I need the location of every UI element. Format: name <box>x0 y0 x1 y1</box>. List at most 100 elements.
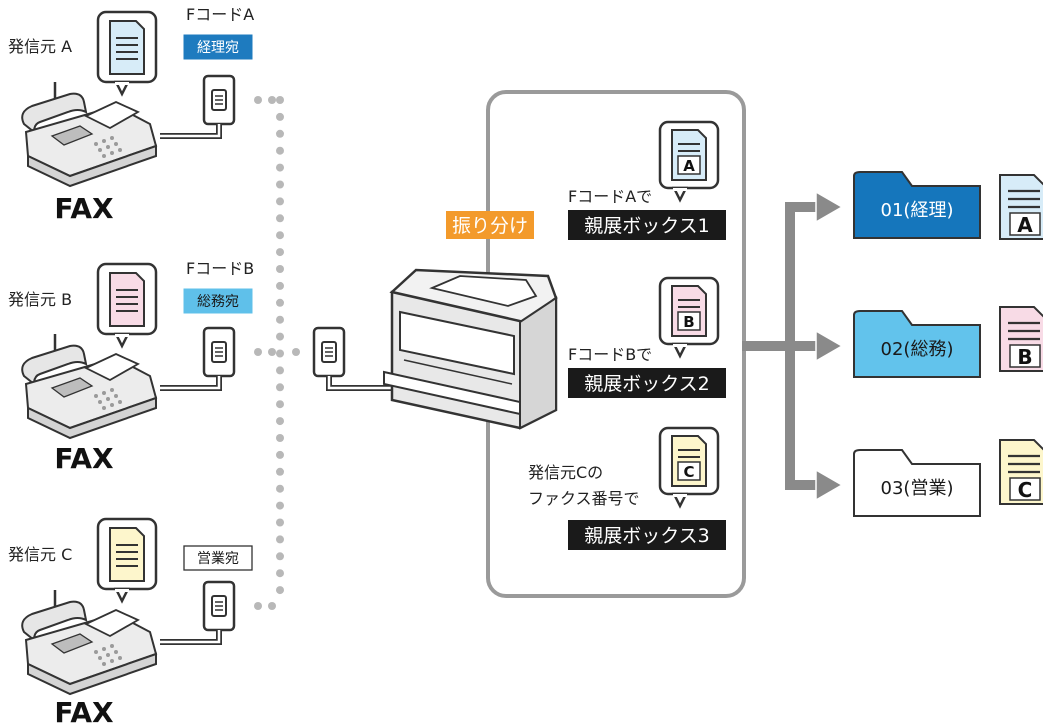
sender-a-cable <box>160 124 222 139</box>
network-dot <box>276 332 284 341</box>
network-dot <box>276 146 284 155</box>
folder-3: 03(営業) C <box>853 439 1043 517</box>
sender-c-phone-jack-icon <box>202 580 236 632</box>
rule-1-document-icon: A <box>658 120 720 203</box>
folder-3-document-icon: C <box>999 439 1043 505</box>
network-dot <box>276 400 284 409</box>
network-dot <box>276 129 284 138</box>
arrowheads <box>815 190 844 502</box>
sender-c-fax-label: FAX <box>54 696 114 727</box>
folder-1-doc-letter: A <box>1017 213 1033 237</box>
folder-3-icon <box>853 449 981 517</box>
rule-3-condition-line-2: ファクス番号で <box>528 489 640 508</box>
sender-a-tag-box <box>183 34 253 60</box>
network-dot <box>276 281 284 290</box>
sender-a: 発信元 A FコードA 経理宛 FAX <box>8 5 254 225</box>
phone-network-dots <box>254 96 300 610</box>
network-dot <box>276 484 284 493</box>
sender-b-tag-box <box>183 288 253 314</box>
network-dot <box>276 569 284 578</box>
sender-b-fax-label: FAX <box>54 442 114 475</box>
printer-icon <box>383 268 558 430</box>
folder-2-document-icon: B <box>999 306 1043 372</box>
rule-3-doc-letter: C <box>683 463 694 481</box>
folder-1-icon <box>853 171 981 239</box>
rule-2-document-icon: B <box>658 276 720 359</box>
folder-2-doc-letter: B <box>1017 345 1032 369</box>
receiver-phone-jack-icon <box>312 326 346 378</box>
folder-2-label: 02(総務) <box>881 339 954 360</box>
rule-3-box-label-bg <box>568 520 726 550</box>
sender-c-document-icon <box>96 517 158 604</box>
rule-2-condition: FコードBで <box>568 345 652 364</box>
sender-a-phone-jack-icon <box>202 74 236 126</box>
rule-2-box-label: 親展ボックス2 <box>584 373 710 395</box>
folder-1-label: 01(経理) <box>881 200 954 221</box>
arrowhead-2 <box>815 329 844 363</box>
sorting-tag: 振り分け <box>452 215 528 237</box>
sender-a-fax-machine-icon <box>20 80 158 188</box>
folder-1: 01(経理) A <box>853 171 1043 240</box>
sender-c-cable <box>160 630 221 644</box>
folder-2-icon <box>853 310 981 378</box>
rule-3-box-label: 親展ボックス3 <box>584 525 710 547</box>
sender-a-fcode: FコードA <box>186 5 254 24</box>
network-dot <box>276 518 284 527</box>
sender-a-fax-label: FAX <box>54 192 114 225</box>
sender-b-document-icon <box>96 262 158 349</box>
folder-2: 02(総務) B <box>853 306 1043 378</box>
sender-b-fax-machine-icon <box>20 332 158 440</box>
network-dot <box>276 265 284 273</box>
network-dot <box>276 180 284 189</box>
receiver-cable <box>326 376 392 391</box>
folder-3-label: 03(営業) <box>881 478 954 499</box>
sender-c-fax-machine-icon <box>20 588 158 696</box>
sender-c: 発信元 C 営業宛 FAX <box>8 517 253 727</box>
folder-3-doc-letter: C <box>1018 478 1033 502</box>
sender-b: 発信元 B FコードB 総務宛 FAX <box>8 259 254 475</box>
sender-c-name: 発信元 C <box>8 545 72 564</box>
network-dot <box>276 315 284 324</box>
network-dot <box>276 96 284 104</box>
arrowhead-3 <box>815 468 844 502</box>
network-dot <box>276 383 284 392</box>
network-dot <box>276 197 284 206</box>
rule-3-document-icon: C <box>658 426 720 509</box>
rule-1: A FコードAで 親展ボックス1 <box>568 120 726 240</box>
sender-b-cable <box>160 376 221 390</box>
network-dot <box>276 467 284 476</box>
network-dot <box>276 248 284 257</box>
rule-1-box-label: 親展ボックス1 <box>584 215 710 237</box>
network-dot <box>276 434 284 442</box>
network-dot <box>276 366 284 375</box>
rule-2: B FコードBで 親展ボックス2 <box>568 276 726 398</box>
rule-1-doc-letter: A <box>683 157 695 175</box>
sorting-tag-box <box>446 211 534 239</box>
sender-a-tag: 経理宛 <box>197 40 239 56</box>
folder-1-document-icon: A <box>999 174 1043 240</box>
network-dot <box>276 552 284 561</box>
sender-a-name: 発信元 A <box>8 37 72 56</box>
sender-c-tag-box <box>183 545 253 571</box>
network-dot <box>276 501 284 510</box>
rule-2-doc-letter: B <box>683 313 694 331</box>
network-dot <box>276 231 284 240</box>
sender-b-phone-jack-icon <box>202 326 236 378</box>
distribution-arrows <box>742 202 818 490</box>
network-dot <box>276 214 284 223</box>
network-dot <box>276 163 284 172</box>
sender-b-fcode: FコードB <box>186 259 254 278</box>
network-dot <box>276 112 284 121</box>
sender-c-tag: 営業宛 <box>197 551 239 567</box>
network-dot <box>276 349 284 358</box>
rule-1-box-label-bg <box>568 210 726 240</box>
rule-2-box-label-bg <box>568 368 726 398</box>
network-dot <box>276 417 284 426</box>
rule-3-condition-line-1: 発信元Cの <box>528 463 603 482</box>
network-dot <box>276 450 284 459</box>
network-dot <box>276 586 284 595</box>
sender-a-document-icon <box>96 10 158 97</box>
rule-3: C 発信元Cの ファクス番号で 親展ボックス3 <box>528 426 726 550</box>
network-dot <box>276 298 284 307</box>
